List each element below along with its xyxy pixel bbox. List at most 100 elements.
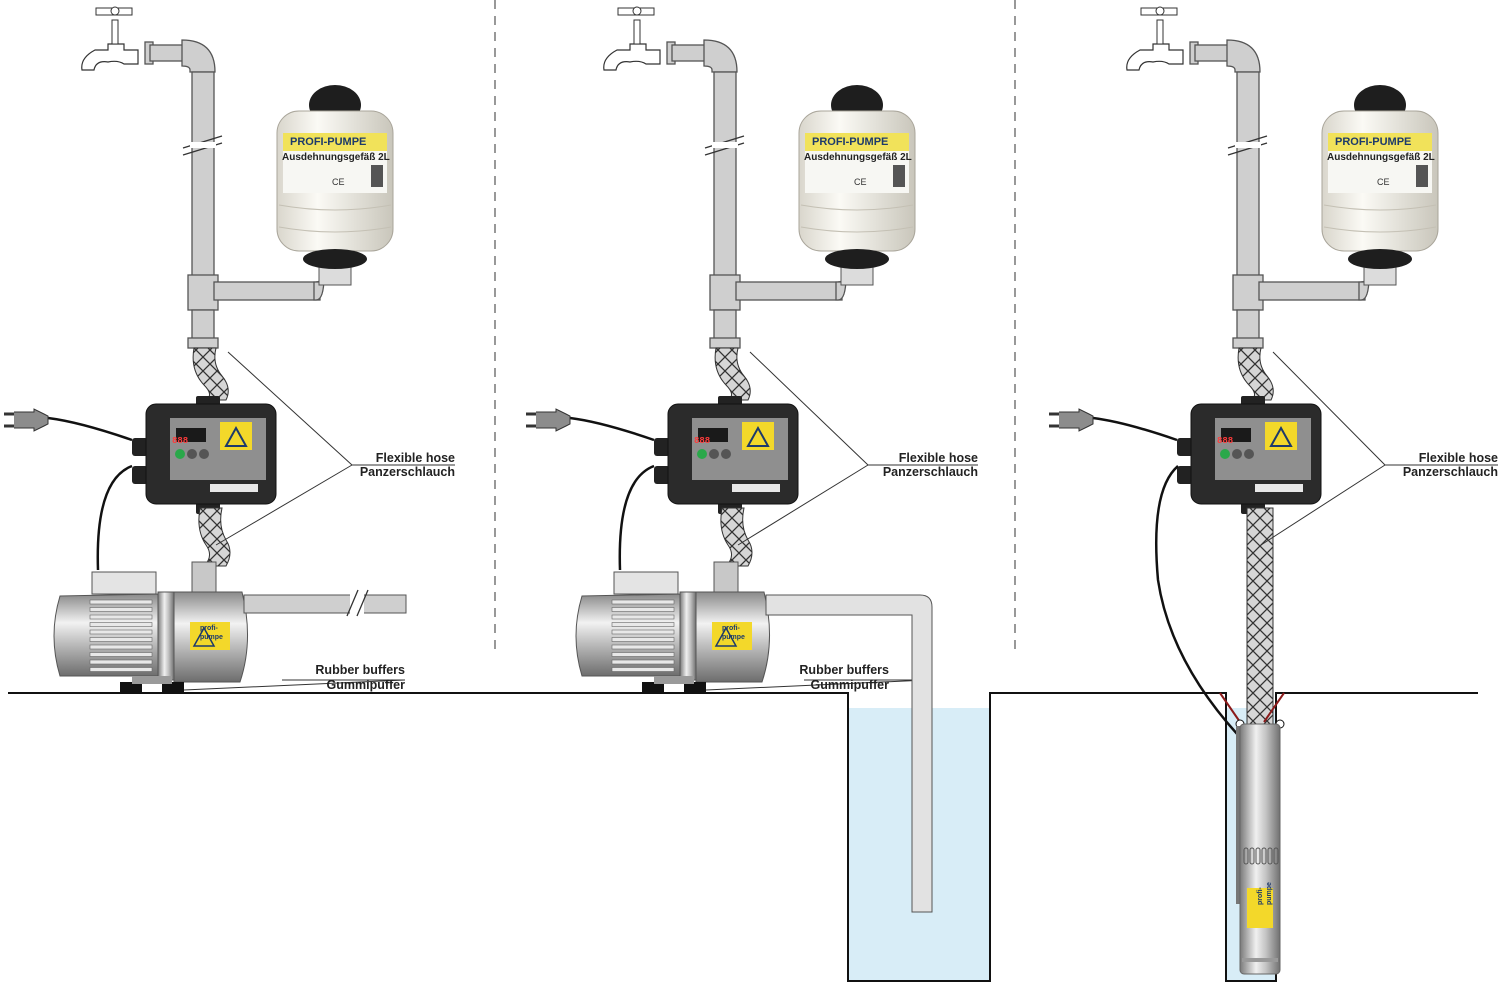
- motor-fin: [611, 652, 675, 657]
- plug-pins: [4, 412, 14, 428]
- ce-mark: CE: [1377, 177, 1390, 187]
- faucet-knob: [632, 6, 642, 16]
- panel-artwork-1: [4, 6, 394, 515]
- buffer-label-de: Gummipuffer: [327, 678, 406, 692]
- panel-1: PROFI-PUMPE Ausdehnungsgefäß 2L CE 888 F…: [172, 136, 455, 692]
- pump-logo-line2: pumpe: [200, 634, 223, 641]
- intake-slot: [1243, 847, 1249, 865]
- pump-logo-line1: profi-: [1257, 886, 1264, 905]
- hose-label-en: Flexible hose: [899, 451, 978, 465]
- motor-fin: [89, 644, 153, 650]
- motor-fin: [89, 667, 153, 672]
- motor-fin: [611, 622, 675, 627]
- hose-label-de: Panzerschlauch: [1403, 465, 1498, 479]
- logo-triangle-icon: [714, 626, 738, 647]
- pipe-break-gap: [190, 142, 216, 148]
- buffer-leader-line: [705, 679, 928, 691]
- faucet-knob: [1155, 6, 1165, 16]
- motor-terminal-box: [91, 571, 157, 595]
- panel-3: PROFI-PUMPE Ausdehnungsgefäß 2L CE 888 F…: [1217, 136, 1498, 905]
- motor-terminal-box: [613, 571, 679, 595]
- pump-outlet: [713, 561, 739, 593]
- pump-foot: [654, 676, 694, 684]
- ce-mark: CE: [854, 177, 867, 187]
- surface-pump-2: [575, 464, 928, 692]
- hose-leader-line: [737, 351, 978, 546]
- pump-base-ring: [1242, 958, 1278, 962]
- tank-model: Ausdehnungsgefäß 2L: [804, 152, 912, 163]
- panel-artwork-2: [526, 6, 916, 515]
- motor-fin: [611, 599, 675, 605]
- motor-fin: [89, 607, 153, 612]
- tank-model: Ausdehnungsgefäß 2L: [1327, 152, 1435, 163]
- controller-display: 888: [694, 436, 710, 446]
- faucet-stem: [1156, 19, 1164, 45]
- plug-pins: [526, 412, 536, 428]
- motor-cable: [1155, 465, 1239, 736]
- intake-slot: [1273, 847, 1279, 865]
- logo-triangle-icon: [192, 626, 216, 647]
- suction-pipe: [765, 594, 933, 913]
- buffer-label-en: Rubber buffers: [315, 663, 405, 677]
- controller-display: 888: [172, 436, 188, 446]
- pipe-break-mark: [346, 589, 369, 617]
- power-cable: [1092, 416, 1178, 442]
- faucet-stem: [111, 19, 119, 45]
- motor-fin: [611, 629, 675, 635]
- power-cable: [47, 416, 133, 442]
- intake-slot: [1261, 847, 1267, 865]
- flexible-hose-upper: [714, 347, 751, 401]
- pipe-elbow: [703, 39, 738, 73]
- pump-logo-line2: pumpe: [1266, 882, 1273, 905]
- hose-label-de: Panzerschlauch: [883, 465, 978, 479]
- faucet-knob: [110, 6, 120, 16]
- pipe-break-gap: [350, 592, 364, 616]
- flexible-hose-upper: [1237, 347, 1274, 401]
- intake-slot: [1255, 847, 1261, 865]
- motor-fin: [611, 607, 675, 612]
- intake-slot: [1267, 847, 1273, 865]
- hose-label-de: Panzerschlauch: [360, 465, 455, 479]
- hose-leader-line: [215, 351, 455, 546]
- faucet-icon: [603, 43, 661, 71]
- flexible-hose-lower: [198, 507, 231, 567]
- power-cable: [569, 416, 655, 442]
- motor-fin: [611, 667, 675, 672]
- motor-fin: [89, 614, 153, 620]
- motor-fin: [611, 614, 675, 620]
- faucet-stem: [633, 19, 641, 45]
- controller-display: 888: [1217, 436, 1233, 446]
- buffer-leader-line: [183, 679, 406, 691]
- motor-fin: [89, 622, 153, 627]
- rubber-buffer: [642, 682, 664, 692]
- profi-pumpe-logo: [1247, 888, 1273, 928]
- rubber-buffer: [162, 682, 184, 692]
- motor-fin: [89, 599, 153, 605]
- surface-pump-1: [53, 464, 406, 692]
- motor-fin: [89, 652, 153, 657]
- hose-label-en: Flexible hose: [1419, 451, 1498, 465]
- pump-foot: [132, 676, 172, 684]
- buffer-label-en: Rubber buffers: [799, 663, 889, 677]
- pipe-elbow: [1226, 39, 1261, 73]
- ce-mark: CE: [332, 177, 345, 187]
- hose-label-en: Flexible hose: [376, 451, 455, 465]
- pipe-break-gap: [1235, 142, 1261, 148]
- motor-fin: [611, 637, 675, 642]
- flexible-hose-upper: [192, 347, 229, 401]
- motor-fin: [89, 637, 153, 642]
- tank-brand: PROFI-PUMPE: [290, 136, 366, 148]
- power-plug-icon: [14, 408, 49, 432]
- power-plug-icon: [1059, 408, 1094, 432]
- motor-cable: [618, 464, 655, 571]
- flexible-hose-lower: [720, 507, 753, 567]
- motor-fin: [611, 659, 675, 665]
- safety-rope: [1219, 692, 1285, 723]
- plug-pins: [1049, 412, 1059, 428]
- motor-fin: [89, 659, 153, 665]
- pipe-break-gap: [712, 142, 738, 148]
- suction-pipe: [243, 594, 407, 614]
- tank-model: Ausdehnungsgefäß 2L: [282, 152, 390, 163]
- motor-cable: [96, 464, 133, 571]
